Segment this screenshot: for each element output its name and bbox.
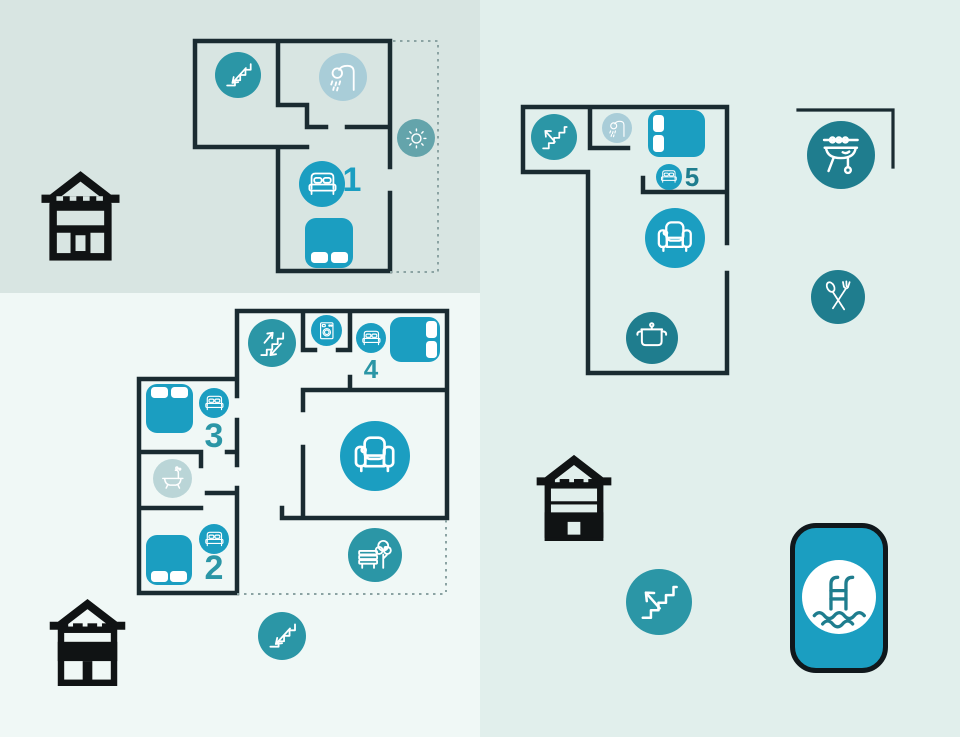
bedroom-number-label: 4 [363, 353, 379, 384]
bed-4-icon [356, 323, 386, 353]
floorplan-ground-floor-walls [520, 104, 895, 376]
stairs-up-down-glyph [254, 325, 290, 361]
stairs-up-icon [531, 114, 577, 160]
armchair-icon [645, 208, 705, 268]
shower-icon [602, 113, 632, 143]
bed-top-view [146, 384, 193, 433]
floorplan-top-floor-walls [192, 38, 439, 274]
bed-5-icon [656, 164, 682, 190]
bathtub-icon [153, 459, 192, 498]
bed-pillow [151, 571, 168, 582]
floorplan-middle-floor-walls [136, 308, 450, 596]
bedroom-number-label: 5 [684, 161, 700, 192]
double-bed-glyph [360, 327, 383, 350]
stairs-down-glyph [264, 618, 300, 654]
bed-2-icon [199, 524, 229, 554]
armchair-icon [340, 421, 410, 491]
armchair-glyph [348, 429, 401, 482]
washing-machine-icon [311, 315, 342, 346]
garden-bench-tree-icon [348, 528, 402, 582]
bedroom-number-label: 3 [204, 416, 224, 455]
double-bed-glyph [203, 392, 226, 415]
bedroom-number-label: 1 [342, 160, 362, 199]
bed-pillow [653, 135, 664, 152]
cutlery-icon [811, 270, 865, 324]
bed-pillow [170, 387, 188, 398]
shower-glyph [606, 117, 629, 140]
house-top-floor-icon [41, 171, 120, 261]
stairs-up-icon [626, 569, 692, 635]
pool-badge [802, 560, 876, 634]
terrace-dotted-outline-top-floor [390, 40, 439, 273]
stairs-up-glyph [634, 577, 684, 627]
bed-top-view [305, 218, 353, 268]
sun-glyph [402, 124, 431, 153]
washing-machine-glyph [315, 319, 339, 343]
cooking-pot-icon [626, 312, 678, 364]
bathtub-glyph [158, 464, 188, 494]
double-bed-glyph [203, 528, 226, 551]
cooking-pot-glyph [632, 318, 672, 358]
patio-corner-wall [796, 108, 895, 169]
stairs-up-down-icon [248, 319, 296, 367]
barbecue-glyph [815, 129, 867, 181]
bed-pillow [330, 252, 348, 263]
barbecue-icon [807, 121, 875, 189]
pool-ladder-icon [806, 564, 873, 631]
swimming-pool-icon [790, 523, 888, 673]
bed-top-view [146, 535, 192, 585]
bed-pillow [151, 387, 168, 398]
garden-glyph [354, 534, 395, 575]
bed-pillow [311, 252, 328, 263]
bed-pillow [653, 115, 664, 132]
bedroom-number-label: 2 [204, 548, 224, 587]
bg-bottom-left-panel [0, 293, 480, 737]
bed-1-icon [299, 161, 345, 207]
stairs-down-icon [258, 612, 306, 660]
terrace-dotted-outline-middle-floor [237, 520, 447, 595]
sun-icon [397, 119, 435, 157]
shower-glyph [325, 59, 361, 95]
shower-icon [319, 53, 367, 101]
bed-pillow [426, 321, 437, 338]
stairs-down-icon [215, 52, 261, 98]
stairs-up-glyph [537, 120, 572, 155]
bed-3-icon [199, 388, 229, 418]
bed-top-view [648, 110, 705, 157]
cutlery-glyph [817, 276, 858, 317]
bed-pillow [170, 571, 187, 582]
stairs-down-glyph [221, 58, 256, 93]
house-ground-floor-icon [536, 454, 612, 541]
house-middle-floor-icon [49, 598, 126, 686]
armchair-glyph [652, 215, 698, 261]
bed-top-view [390, 317, 440, 362]
bed-pillow [426, 340, 437, 358]
